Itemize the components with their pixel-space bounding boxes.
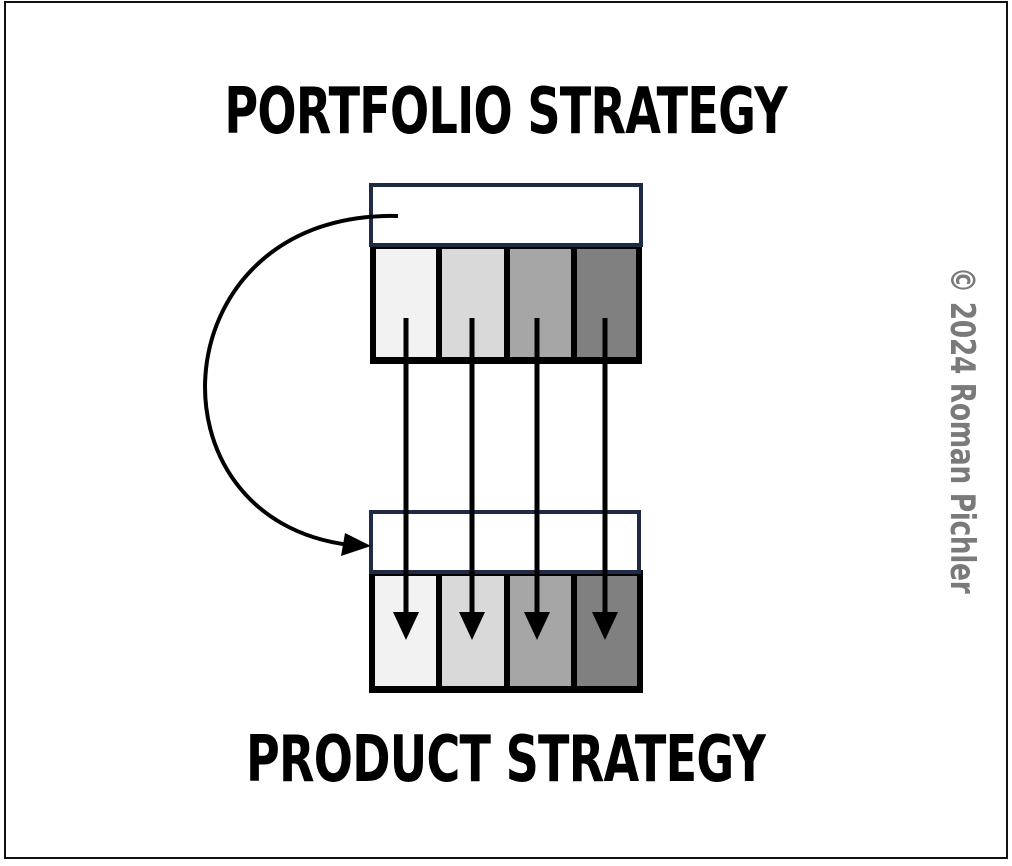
segment-arrowhead-3 [524,612,550,640]
product-strategy-block [369,510,643,693]
segment-arrows [393,318,618,640]
segment-arrowhead-2 [459,612,485,640]
segment-arrowhead-4 [592,612,618,640]
strategy-link-arrowhead [341,533,371,556]
portfolio-strategy-title-text: PORTFOLIO STRATEGY [224,75,788,149]
portfolio-header [369,183,643,247]
diagram-frame [4,1,1008,859]
product-header [369,510,641,574]
portfolio-strategy-block [369,183,643,364]
product-strategy-title: PRODUCT STRATEGY [0,728,1012,792]
product-strategy-title-text: PRODUCT STRATEGY [246,723,766,797]
portfolio-strategy-title: PORTFOLIO STRATEGY [0,80,1012,144]
strategy-link-arrow [203,213,399,547]
portfolio-segment-3 [510,249,571,357]
segment-arrowhead-1 [393,612,419,640]
